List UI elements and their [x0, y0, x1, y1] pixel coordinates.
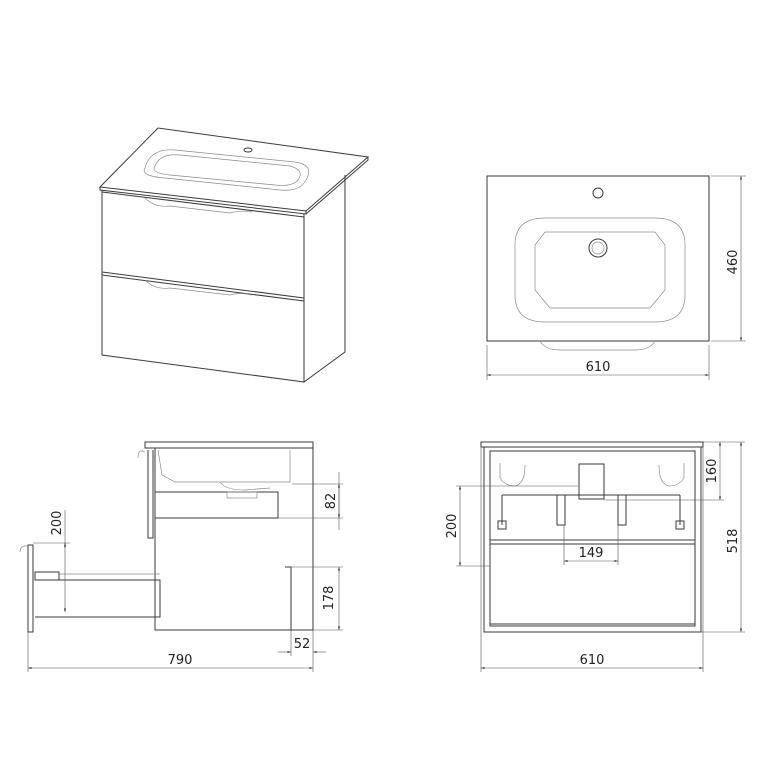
plan-width-label: 610 [586, 360, 611, 375]
front-view: 200 149 160 518 610 [445, 441, 745, 672]
plan-view: 610 460 [486, 175, 746, 380]
side-drawer-travel-label: 200 [50, 511, 65, 536]
front-total-height-label: 518 [726, 529, 741, 554]
front-width-label: 610 [580, 653, 605, 668]
front-top-drawer-label: 160 [705, 459, 720, 484]
side-cutout-height-label: 178 [322, 586, 337, 611]
side-siphon-label: 82 [324, 493, 339, 510]
front-drawer-height-label: 200 [445, 514, 460, 539]
side-cutout-depth-label: 52 [294, 637, 311, 652]
plan-depth-label: 460 [726, 250, 741, 275]
front-cutout-width-label: 149 [579, 546, 604, 561]
side-total-depth-label: 790 [168, 653, 193, 668]
side-view: 200 82 178 52 790 [19, 441, 343, 672]
isometric-view [98, 127, 370, 383]
